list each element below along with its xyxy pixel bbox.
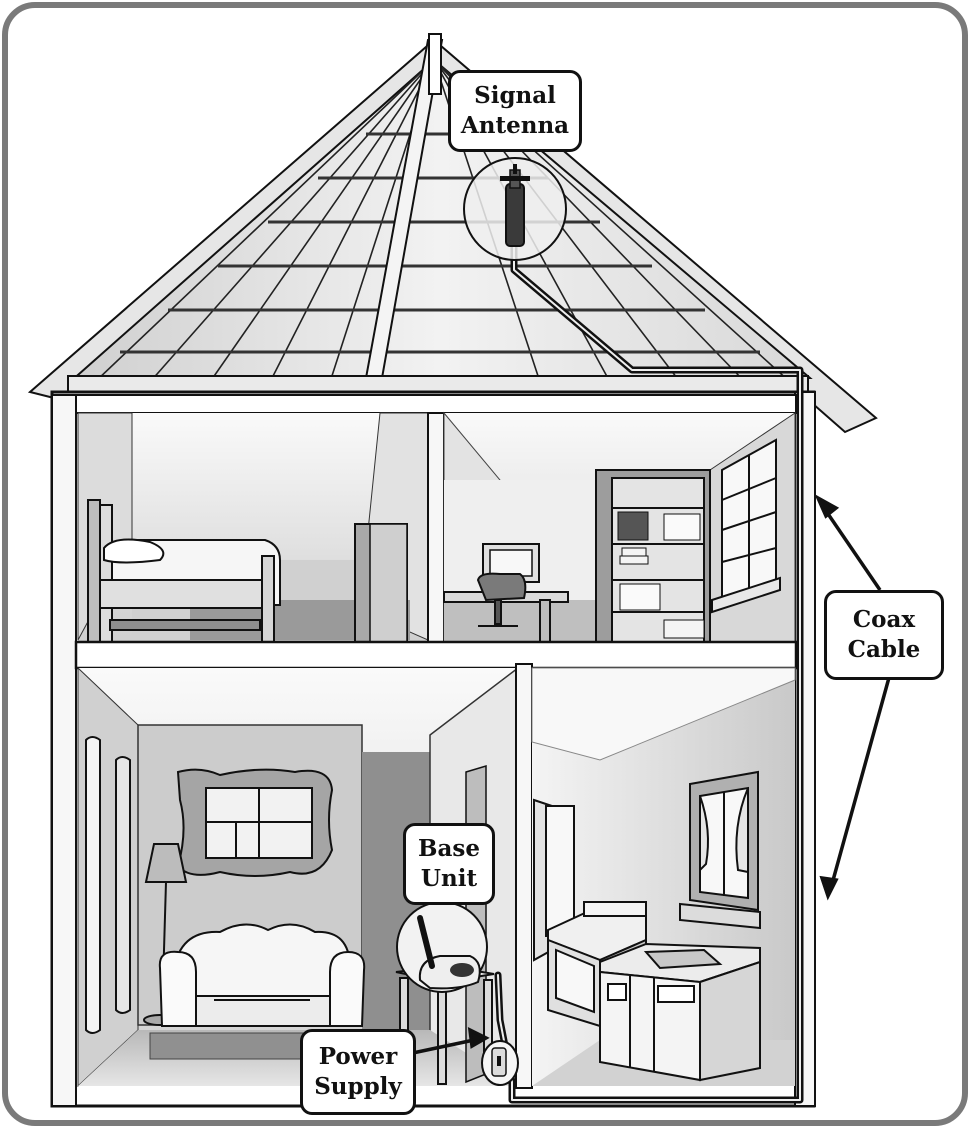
base-unit-label-line2: Unit [421, 864, 477, 894]
power-supply-icon [482, 1041, 518, 1085]
floor-slab [76, 642, 796, 668]
living-window [178, 770, 332, 876]
kitchen-window [680, 772, 760, 928]
base-unit-icon [397, 902, 487, 992]
kitchen-cabinets [600, 944, 760, 1080]
power-supply-label-line1: Power [319, 1042, 398, 1072]
signal-antenna-label-line1: Signal [474, 81, 556, 111]
signal-antenna-label-line2: Antenna [461, 111, 569, 141]
top-plate [68, 376, 808, 392]
base-unit-label: Base Unit [403, 823, 495, 905]
coax-cable-label-line2: Cable [848, 635, 921, 665]
power-supply-label: Power Supply [300, 1029, 416, 1115]
sofa [160, 924, 364, 1026]
bedroom [78, 413, 428, 643]
coax-cable-label-line1: Coax [853, 605, 915, 635]
bookshelf [596, 470, 710, 642]
kitchen [532, 668, 795, 1086]
base-unit-label-line1: Base [418, 834, 480, 864]
signal-antenna-label: Signal Antenna [448, 70, 582, 152]
office [444, 413, 795, 643]
antenna-icon [464, 158, 566, 260]
coax-cable-label: Coax Cable [824, 590, 944, 680]
power-supply-label-line2: Supply [314, 1072, 402, 1102]
